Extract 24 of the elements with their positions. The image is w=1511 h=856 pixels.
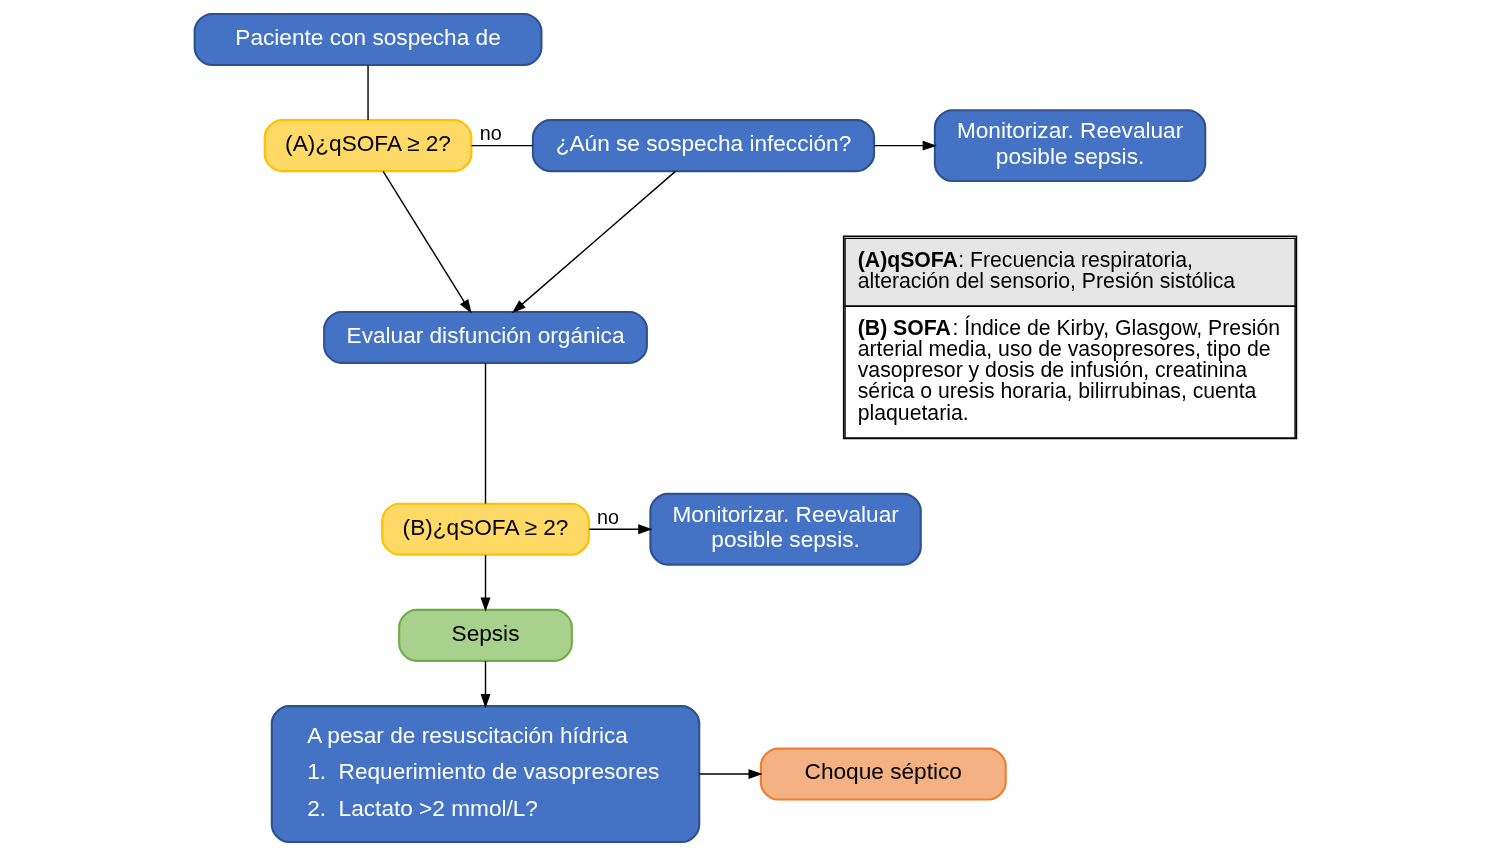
arrow xyxy=(698,769,763,780)
connector xyxy=(484,362,487,505)
label: (A)qSOFA: Frecuencia respiratoria, alteración del sensorio, Presión sistólica xyxy=(857,247,1236,292)
arrow xyxy=(480,554,491,612)
arrow xyxy=(480,660,491,709)
node-box: (B)¿qSOFA ≥ 2? xyxy=(381,502,590,556)
arrow xyxy=(588,524,653,535)
arrow xyxy=(382,170,472,314)
arrow xyxy=(511,170,677,314)
node-box: Sepsis xyxy=(398,608,573,662)
edge-label: no xyxy=(479,122,502,145)
node-box: Paciente con sospecha de xyxy=(193,12,543,66)
connector xyxy=(470,144,534,147)
node-box: Evaluar disfunción orgánica xyxy=(323,310,648,364)
arrow xyxy=(873,140,937,151)
node-box: Monitorizar. Reevaluar posible sepsis. xyxy=(649,492,922,566)
node-box: A pesar de resuscitación hídrica 1. Requerimiento de vasopresores 2. Lactato >2 mmol/L? xyxy=(270,705,701,844)
label: (B) SOFA: Índice de Kirby, Glasgow, Presión arterial media, uso de vasopresores, tipo de vasopresor y dosis de infusión, creatinina sérica o uresis horaria, bilirrubinas, cuenta plaquetaria. xyxy=(857,315,1281,424)
connector xyxy=(367,64,369,121)
node-box: Choque séptico xyxy=(759,747,1007,801)
edge-label: no xyxy=(597,505,620,528)
node-box: Monitorizar. Reevaluar posible sepsis. xyxy=(933,109,1207,183)
node-box: ¿Aún se sospecha infección? xyxy=(531,119,876,173)
node-box: (A)¿qSOFA ≥ 2? xyxy=(263,119,473,173)
